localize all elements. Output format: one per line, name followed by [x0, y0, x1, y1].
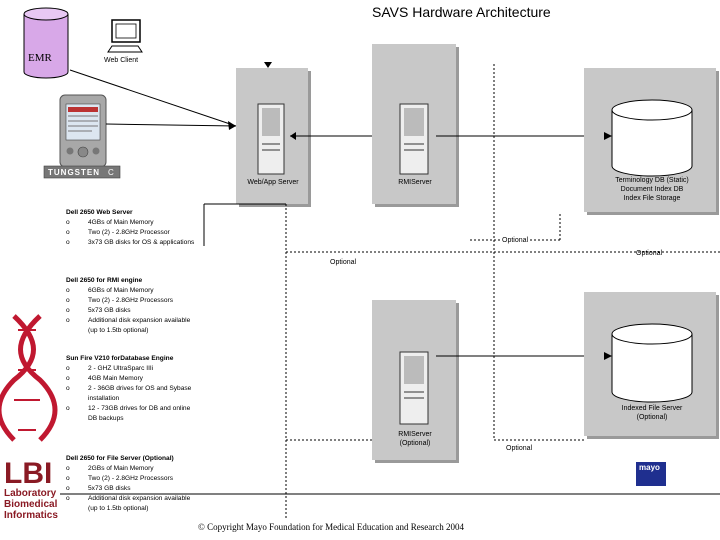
indexed-file-server-label: Indexed File Server (Optional)	[621, 405, 683, 421]
spec-item: DB backups	[88, 415, 124, 422]
lbi-logo-abbrev: LBI	[4, 457, 53, 490]
webapp-server-icon	[257, 103, 285, 175]
spec-heading: Dell 2650 for File Server (Optional)	[66, 455, 174, 462]
spec-item: (up to 1.5tb optional)	[88, 327, 149, 334]
pda-brand-label: TUNGSTEN	[48, 168, 100, 177]
webapp-server-label: Web/App Server	[247, 179, 299, 186]
emr-database-icon	[23, 7, 69, 79]
rmi-server-optional-icon	[399, 351, 429, 425]
dna-helix-icon	[0, 314, 58, 442]
optional-label: Optional	[330, 259, 357, 266]
lbi-logo-line: Laboratory	[4, 488, 57, 499]
spec-heading: Sun Fire V210 forDatabase Engine	[66, 355, 174, 362]
optional-label: Optional	[636, 250, 663, 257]
page-title: SAVS Hardware Architecture	[372, 4, 551, 20]
web-client-label: Web Client	[104, 57, 139, 64]
optional-label: Optional	[506, 445, 533, 452]
pda-device-icon	[59, 94, 107, 168]
emr-label: EMR	[28, 52, 52, 64]
terminology-db-label: Terminology DB (Static) Document Index D…	[615, 177, 689, 202]
copyright-notice: © Copyright Mayo Foundation for Medical …	[198, 522, 465, 532]
optional-label: Optional	[500, 236, 531, 245]
lbi-logo: LBI Laboratory Biomedical Informatics	[4, 457, 64, 522]
monitor-icon	[107, 19, 143, 53]
pda-model-label: C	[108, 168, 114, 177]
indexed-file-cylinder-icon	[611, 323, 693, 403]
spec-heading: Dell 2650 for RMI engine	[66, 277, 143, 284]
spec-item: installation	[88, 395, 120, 402]
spec-item: (up to 1.5tb optional)	[88, 505, 149, 512]
lbi-logo-line: Biomedical	[4, 499, 58, 510]
lbi-logo-line: Informatics	[4, 510, 58, 521]
mayo-logo-text: mayo	[639, 463, 660, 472]
terminology-db-cylinder-icon	[611, 99, 693, 177]
rmi-server-optional-label: RMIServer (Optional)	[398, 431, 432, 447]
rmi-server-icon	[399, 103, 429, 175]
mayo-logo-icon	[636, 462, 666, 486]
rmi-server-label: RMIServer	[398, 179, 432, 186]
spec-heading: Dell 2650 Web Server	[66, 209, 133, 216]
